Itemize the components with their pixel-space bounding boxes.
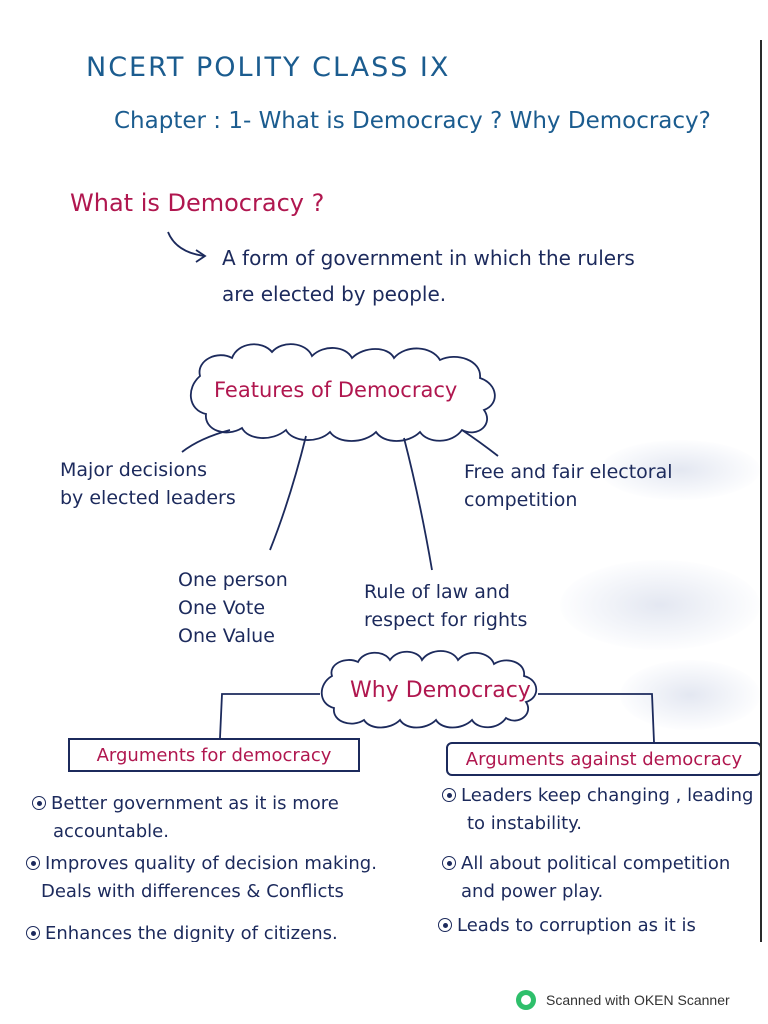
- arrowhead-icon: [195, 249, 207, 263]
- scan-smudge: [560, 560, 760, 650]
- definition-text: A form of government in which the rulers…: [222, 240, 635, 312]
- argument-line: Better government as it is more: [51, 793, 339, 814]
- branch-line: [403, 437, 433, 571]
- argument-against-item: All about political competition and powe…: [442, 850, 730, 906]
- why-cloud-outline: [320, 650, 538, 729]
- argument-line: Enhances the dignity of citizens.: [45, 923, 338, 942]
- argument-for-item: Better government as it is more accounta…: [32, 790, 339, 846]
- branch-line: [219, 693, 320, 739]
- bullet-icon: [442, 788, 456, 802]
- branch-line: [181, 429, 231, 453]
- feature-item: One person One Vote One Value: [178, 566, 288, 650]
- notes-page: NCERT POLITY CLASS IX Chapter : 1- What …: [26, 40, 762, 942]
- arguments-against-heading: Arguments against democracy: [465, 748, 743, 770]
- argument-line: Deals with differences & Conflicts: [41, 881, 344, 902]
- feature-line: Free and fair electoral: [464, 461, 673, 483]
- chapter-heading: Chapter : 1- What is Democracy ? Why Dem…: [114, 108, 711, 134]
- feature-item: Free and fair electoral competition: [464, 458, 673, 514]
- arguments-for-box: Arguments for democracy: [68, 738, 360, 772]
- why-heading: Why Democracy: [350, 678, 531, 703]
- scan-smudge: [620, 660, 760, 730]
- scanner-footer-label: Scanned with OKEN Scanner: [546, 992, 730, 1008]
- definition-line: are elected by people.: [222, 282, 447, 306]
- page-edge: [760, 40, 762, 942]
- feature-line: One Vote: [178, 597, 266, 619]
- branch-line: [461, 429, 499, 457]
- arguments-against-box: Arguments against democracy: [446, 742, 762, 776]
- argument-line: All about political competition: [461, 853, 731, 874]
- scanner-footer: Scanned with OKEN Scanner: [516, 990, 730, 1010]
- feature-line: Rule of law and: [364, 581, 510, 603]
- scan-smudge: [600, 440, 760, 500]
- argument-for-item: Improves quality of decision making. Dea…: [26, 850, 377, 906]
- question-heading: What is Democracy ?: [70, 189, 325, 217]
- arguments-for-heading: Arguments for democracy: [96, 744, 332, 766]
- feature-line: One person: [178, 569, 288, 591]
- feature-line: Major decisions: [60, 459, 208, 481]
- curved-arrow-icon: [167, 231, 205, 257]
- feature-line: by elected leaders: [60, 487, 236, 509]
- page-title: NCERT POLITY CLASS IX: [86, 52, 451, 83]
- argument-line: accountable.: [53, 821, 169, 842]
- bullet-icon: [442, 856, 456, 870]
- feature-line: respect for rights: [364, 609, 528, 631]
- feature-item: Rule of law and respect for rights: [364, 578, 527, 634]
- branch-line: [269, 435, 307, 551]
- bullet-icon: [438, 918, 452, 932]
- argument-line: Leads to corruption as it is: [457, 915, 696, 936]
- argument-against-item: Leaders keep changing , leading to insta…: [442, 782, 753, 838]
- branch-line: [538, 693, 655, 743]
- argument-line: to instability.: [467, 813, 582, 834]
- oken-scanner-logo-icon: [516, 990, 536, 1010]
- feature-line: competition: [464, 489, 578, 511]
- argument-line: and power play.: [461, 881, 604, 902]
- features-cloud-outline: [190, 343, 496, 442]
- argument-against-item: Leads to corruption as it is: [438, 912, 696, 940]
- argument-for-item: Enhances the dignity of citizens.: [26, 920, 338, 942]
- bullet-icon: [26, 856, 40, 870]
- feature-line: One Value: [178, 625, 275, 647]
- argument-line: Leaders keep changing , leading: [461, 785, 754, 806]
- connector-lines: [167, 231, 655, 743]
- argument-line: Improves quality of decision making.: [45, 853, 377, 874]
- bullet-icon: [32, 796, 46, 810]
- bullet-icon: [26, 926, 40, 940]
- definition-line: A form of government in which the rulers: [222, 246, 635, 270]
- feature-item: Major decisions by elected leaders: [60, 456, 236, 512]
- features-heading: Features of Democracy: [214, 378, 458, 402]
